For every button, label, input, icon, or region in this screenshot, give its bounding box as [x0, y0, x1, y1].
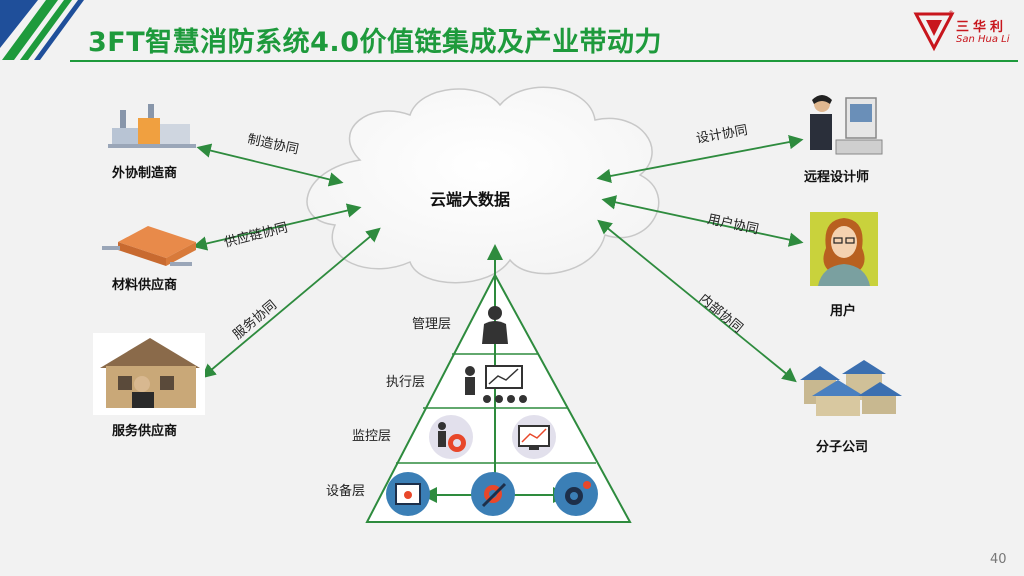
designer-computer-icon [810, 95, 883, 155]
arrow-service-supplier [201, 227, 381, 379]
gear-person-icon [429, 415, 473, 459]
factory-icon [108, 104, 196, 148]
page-title: 3FT智慧消防系统4.0价值链集成及产业带动力 [88, 27, 662, 58]
gears-icon [554, 472, 598, 516]
node-label-user: 用户 [830, 304, 857, 319]
node-label-service-supplier: 服务供应商 [112, 424, 178, 439]
subsidiary-houses-icon [800, 360, 902, 416]
user-avatar-icon [810, 212, 878, 286]
service-house-photo [93, 333, 205, 415]
node-label-material-supplier: 材料供应商 [112, 278, 178, 293]
cloud-shape [306, 86, 660, 284]
manager-icon [482, 306, 508, 344]
settings-window-icon [386, 472, 430, 516]
logo-english-name: San Hua Li [956, 34, 1010, 45]
arrow-subsidiary [597, 219, 797, 383]
node-label-subsidiary: 分子公司 [816, 440, 869, 455]
cloud-label: 云端大数据 [430, 190, 511, 209]
decorative-stripes [0, 0, 84, 60]
logo-chinese-name: 三华利 [956, 20, 1008, 35]
company-logo [913, 12, 955, 52]
layer-label-device: 设备层 [326, 484, 366, 499]
arrow-designer [596, 134, 804, 184]
layer-label-management: 管理层 [412, 317, 452, 332]
layer-label-execution: 执行层 [386, 375, 426, 390]
arrow-manufacturer [196, 143, 344, 187]
title-underline [70, 60, 1018, 62]
node-label-remote-designer: 远程设计师 [804, 170, 870, 185]
logo-registered-mark: ® [948, 10, 954, 17]
presentation-icon [465, 365, 527, 403]
node-label-manufacturer: 外协制造商 [112, 166, 178, 181]
materials-building-icon [102, 226, 196, 266]
monitor-chart-icon [512, 415, 556, 459]
tools-icon [471, 472, 515, 516]
layer-label-monitoring: 监控层 [352, 429, 392, 444]
page-number: 40 [990, 552, 1007, 567]
